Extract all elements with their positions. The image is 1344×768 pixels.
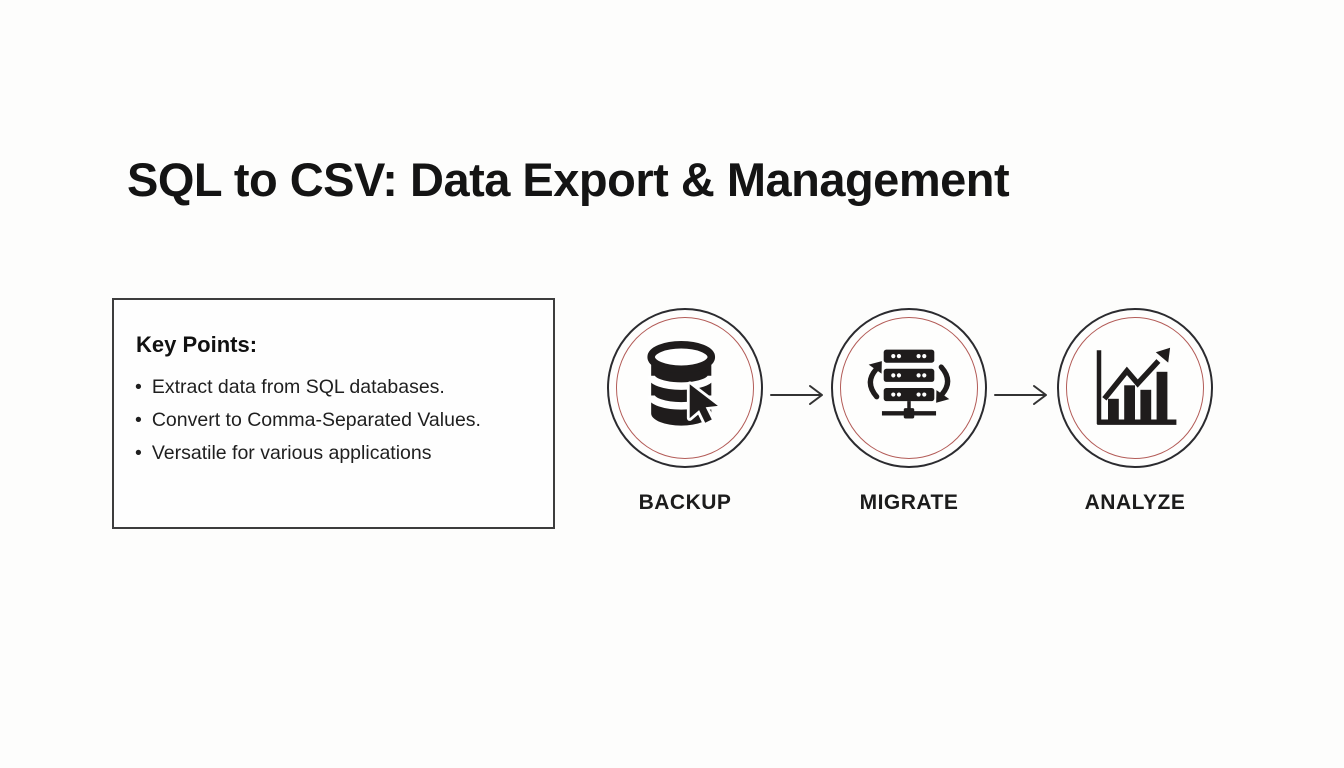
analyze-circle: [1057, 308, 1213, 468]
workflow-step-migrate: MIGRATE: [809, 308, 1009, 515]
workflow-step-backup: BACKUP: [585, 308, 785, 515]
migrate-circle: [831, 308, 987, 468]
backup-label: BACKUP: [638, 491, 732, 514]
analyze-label: ANALYZE: [1084, 491, 1186, 514]
backup-circle: [607, 308, 763, 468]
key-point-item: • Versatile for various applications: [135, 437, 535, 470]
workflow-step-analyze: ANALYZE: [1035, 308, 1235, 515]
key-points-box: Key Points: • Extract data from SQL data…: [112, 298, 555, 529]
key-point-item: • Convert to Comma-Separated Values.: [135, 404, 535, 437]
bullet-marker: •: [135, 409, 142, 431]
analyze-circle-inner-ring: [1066, 317, 1204, 459]
backup-circle-inner-ring: [616, 317, 754, 459]
key-points-list: • Extract data from SQL databases. • Con…: [135, 371, 535, 470]
bar-chart-growth-icon: [1096, 347, 1177, 425]
key-point-text: Versatile for various applications: [151, 442, 432, 464]
key-point-item: • Extract data from SQL databases.: [135, 371, 535, 404]
server-sync-icon: [867, 349, 951, 419]
migrate-circle-inner-ring: [840, 317, 978, 459]
right-arrow-icon: [770, 385, 823, 405]
database-cursor-icon: [647, 341, 721, 426]
page-title: SQL to CSV: Data Export & Management: [127, 153, 1010, 206]
bullet-marker: •: [135, 376, 142, 398]
key-point-text: Extract data from SQL databases.: [151, 376, 445, 398]
key-point-text: Convert to Comma-Separated Values.: [151, 409, 481, 431]
key-points-heading: Key Points:: [136, 332, 258, 357]
bullet-marker: •: [135, 442, 142, 464]
right-arrow-icon: [994, 385, 1047, 405]
migrate-label: MIGRATE: [859, 491, 959, 514]
